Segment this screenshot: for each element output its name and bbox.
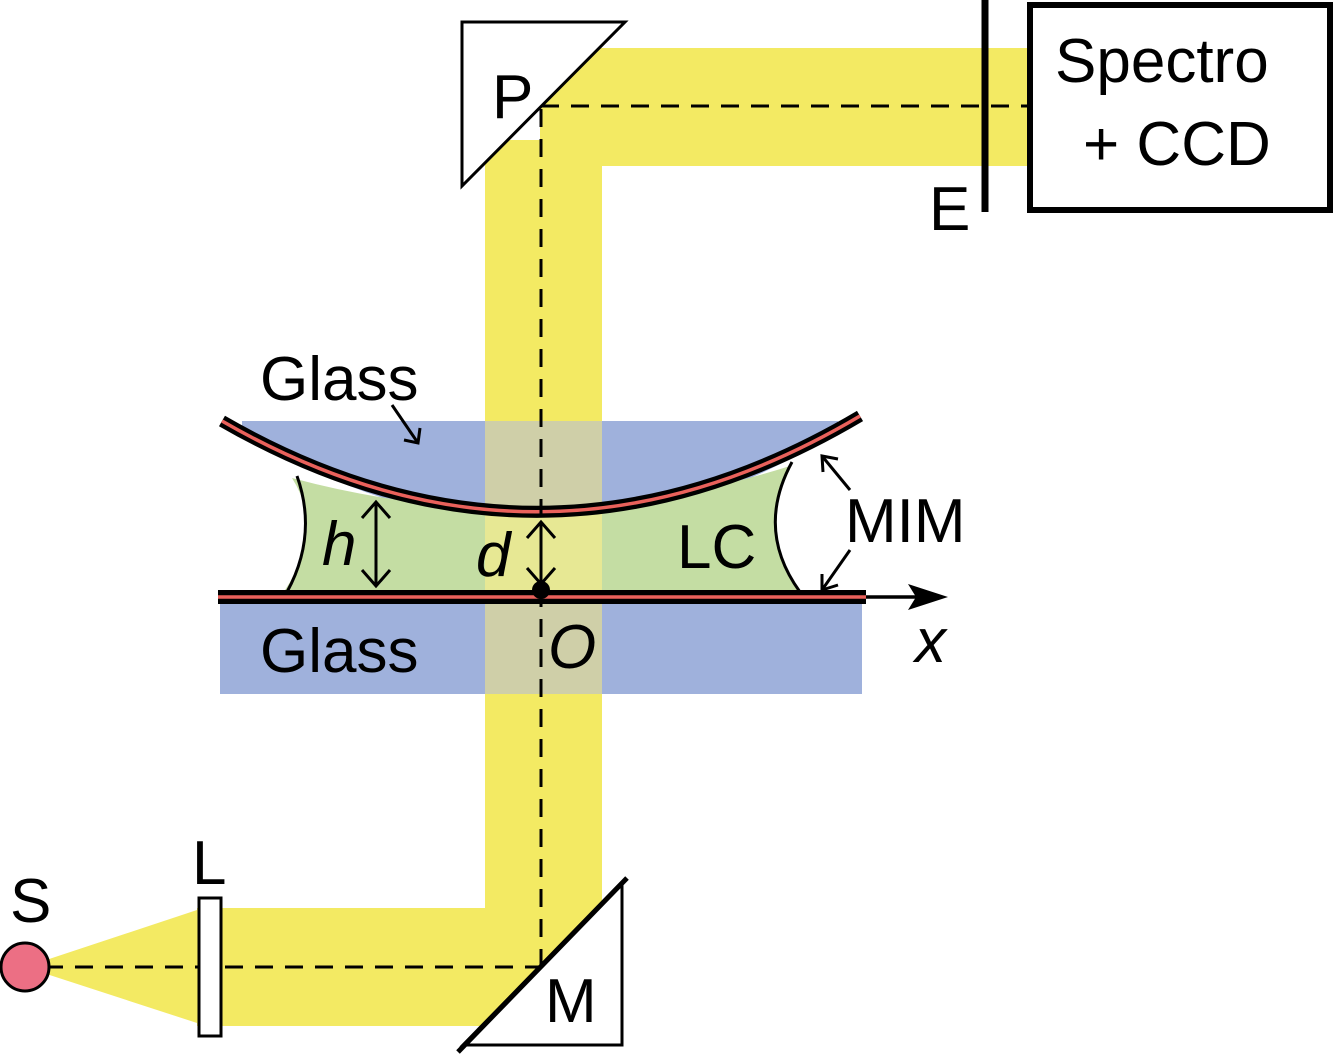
- label-glass-top: Glass: [260, 345, 418, 414]
- label-filter: E: [929, 175, 970, 244]
- label-source: S: [10, 867, 51, 936]
- label-mim: MIM: [845, 487, 966, 556]
- label-h: h: [322, 510, 356, 579]
- mirror-face: [456, 876, 629, 1054]
- beam-over-top-glass: [485, 421, 602, 511]
- spectrometer-box: [1027, 2, 1333, 213]
- label-spectrometer-line1: Spectro: [1055, 27, 1269, 96]
- label-x-axis: x: [912, 607, 948, 676]
- beam-horizontal-bottom: [197, 908, 541, 1026]
- lc-meniscus-left: [285, 475, 307, 593]
- label-prism: P: [492, 63, 533, 132]
- d-arrow: [525, 519, 557, 587]
- origin-point: [532, 581, 550, 599]
- x-axis-arrow: [866, 584, 948, 610]
- label-origin: O: [548, 613, 596, 682]
- light-source: [0, 941, 51, 993]
- h-arrow: [360, 499, 392, 589]
- lens: [197, 896, 223, 1038]
- label-spectrometer-line2: + CCD: [1083, 110, 1271, 179]
- mim-pointer-arrows: [820, 454, 852, 593]
- beam-over-bottom-glass: [485, 604, 602, 694]
- label-mirror: M: [545, 967, 597, 1036]
- label-d: d: [476, 521, 513, 590]
- label-lc: LC: [677, 513, 756, 582]
- glass-pointer-arrow: [390, 404, 422, 445]
- label-lens: L: [192, 829, 226, 898]
- lc-meniscus-right: [773, 461, 802, 593]
- prism: [460, 20, 629, 190]
- label-glass-bottom: Glass: [260, 617, 418, 686]
